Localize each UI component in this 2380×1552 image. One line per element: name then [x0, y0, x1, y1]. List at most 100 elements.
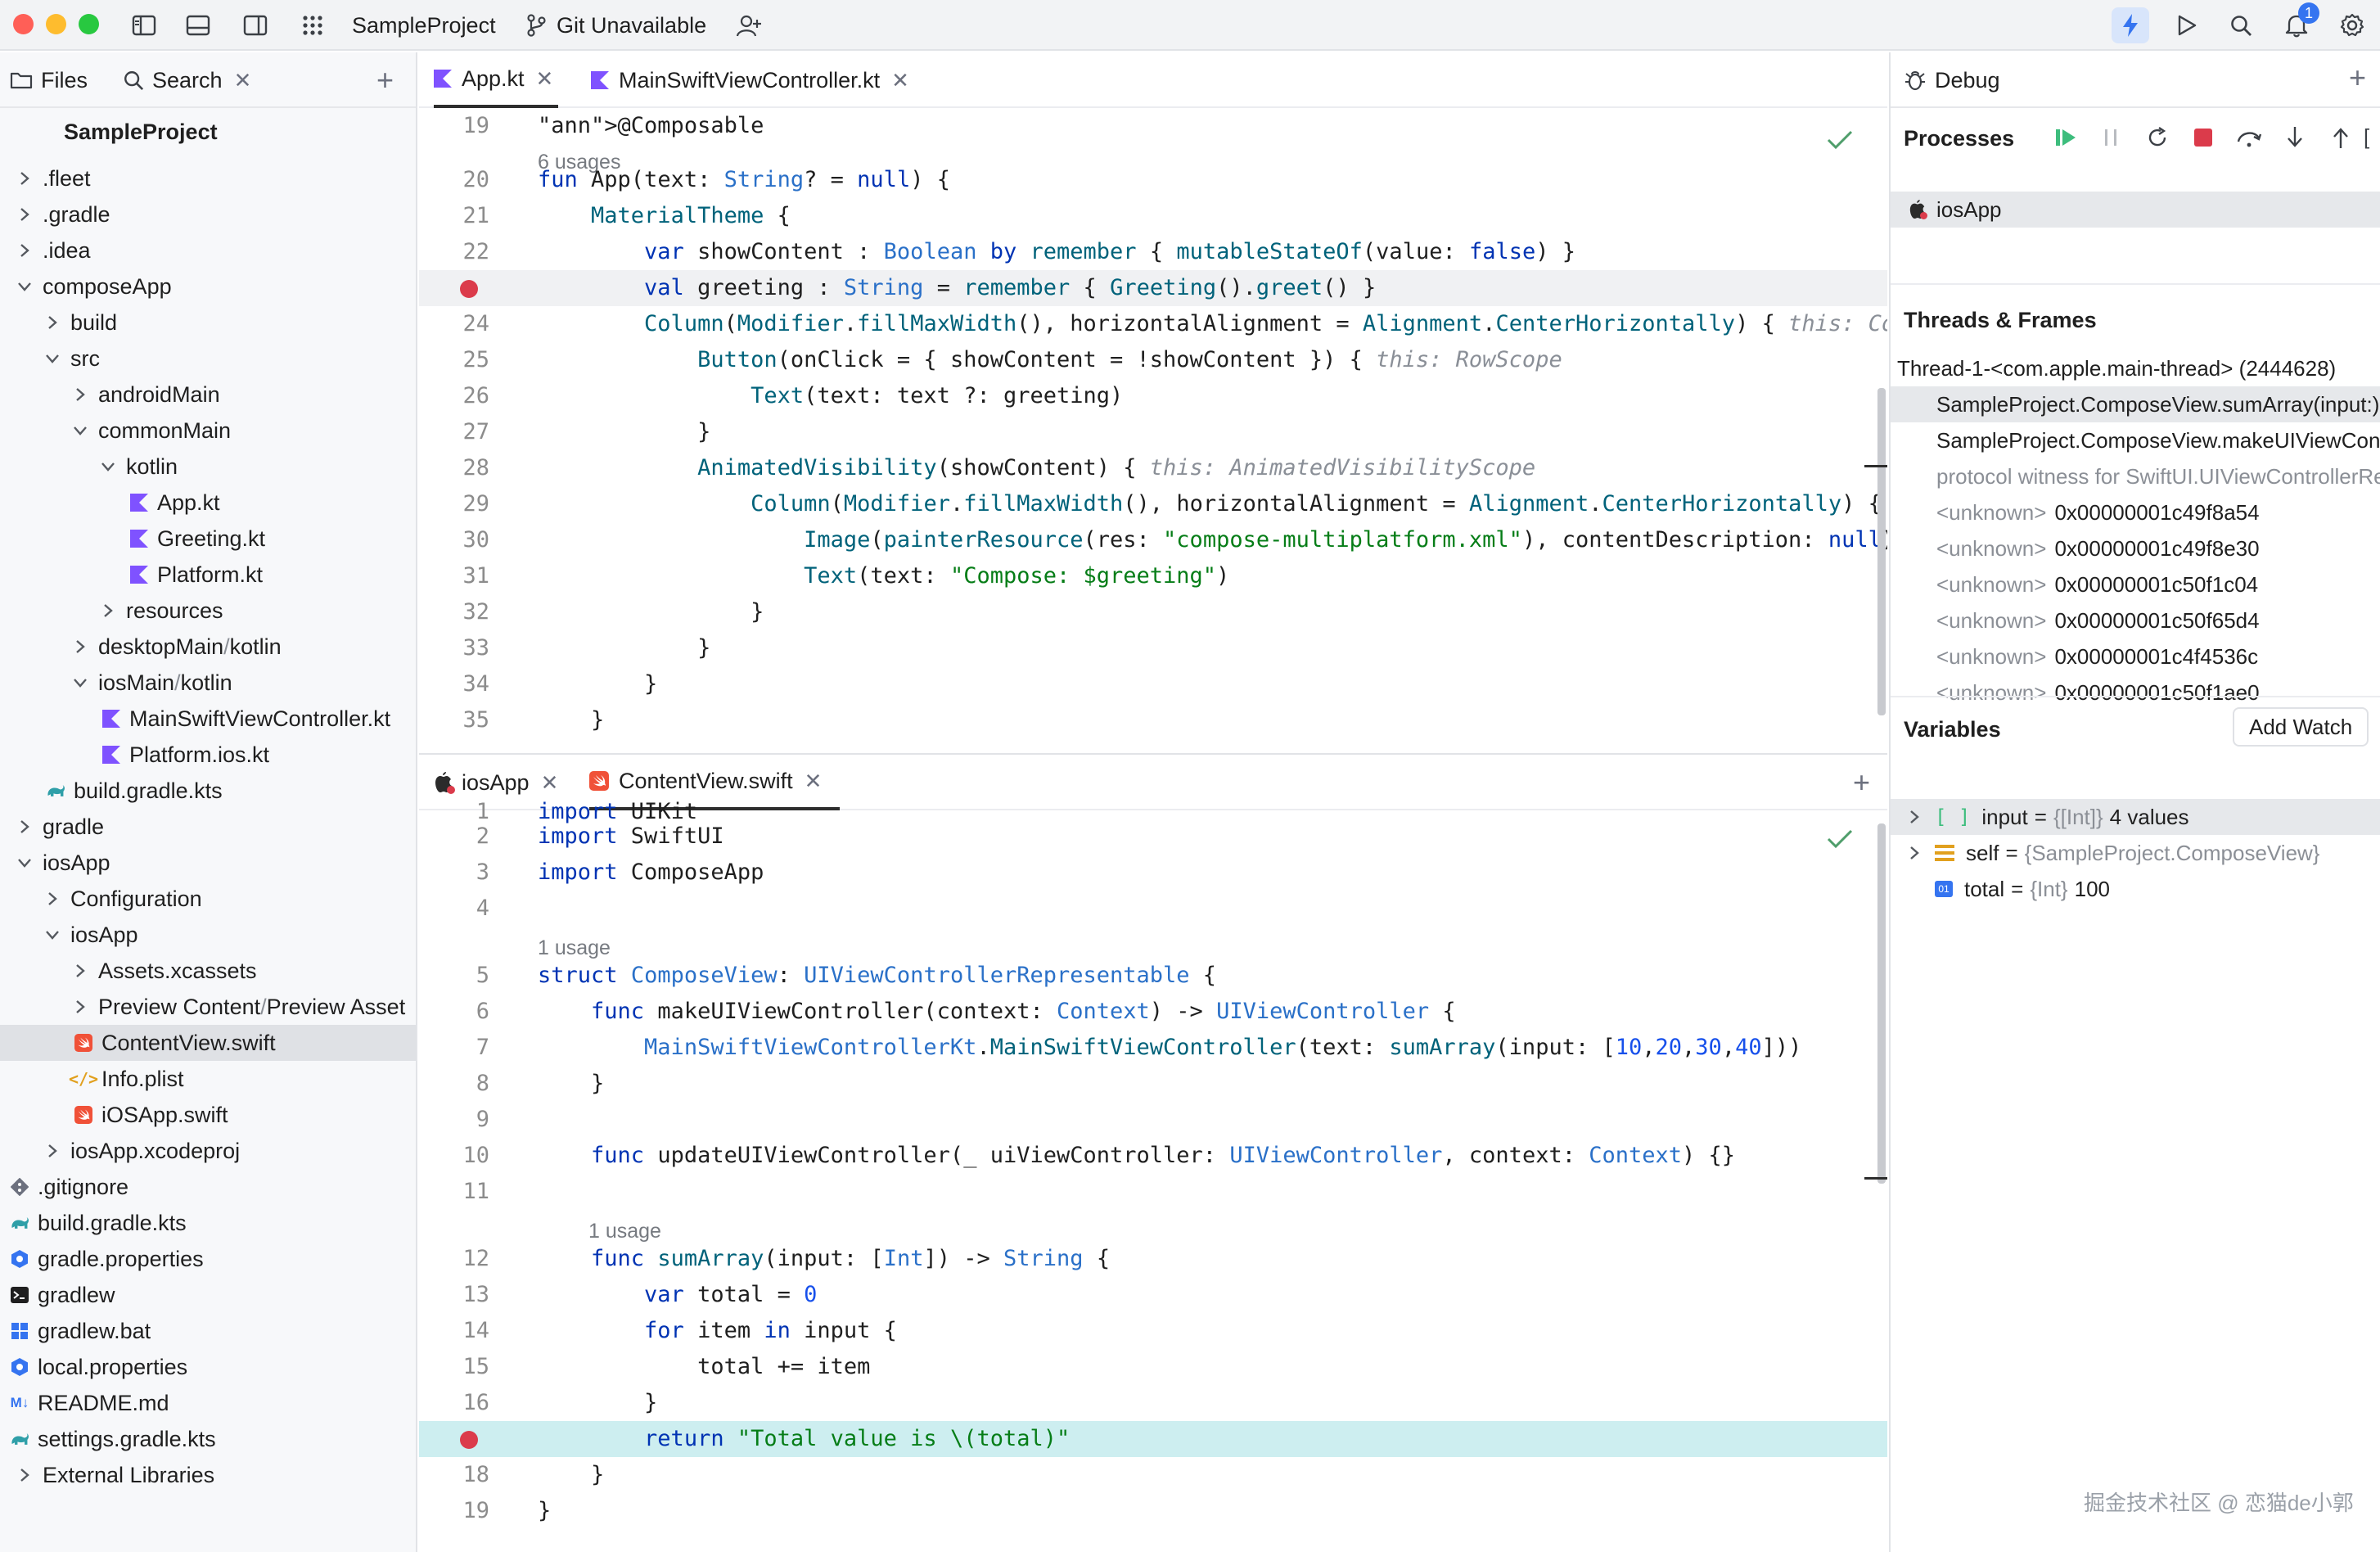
chevron-right-icon[interactable]: [16, 206, 33, 223]
line-number[interactable]: 3: [476, 859, 489, 885]
chevron-down-icon[interactable]: [44, 350, 61, 367]
line-number[interactable]: 8: [476, 1071, 489, 1096]
tree-item-folder-iosapp[interactable]: iosApp: [0, 845, 416, 881]
variable-row[interactable]: [ ]input={[Int]}4 values: [1891, 799, 2380, 835]
run-icon[interactable]: [2169, 7, 2205, 43]
thread-row[interactable]: Thread-1-<com.apple.main-thread> (244462…: [1891, 350, 2380, 386]
tab-iosapp[interactable]: iosApp ✕: [434, 755, 558, 810]
frame-row[interactable]: <unknown>0x00000001c4f4536c: [1891, 638, 2380, 674]
frame-row[interactable]: SampleProject.ComposeView.makeUIViewCont…: [1891, 422, 2380, 458]
chevron-down-icon[interactable]: [100, 458, 116, 475]
tree-item-file-build-gradle-kts[interactable]: build.gradle.kts: [0, 773, 416, 809]
chevron-right-icon[interactable]: [72, 963, 88, 979]
tab-debug[interactable]: Debug: [1904, 52, 2000, 108]
toggle-bottom-panel-icon[interactable]: [182, 7, 214, 43]
variable-row[interactable]: self={SampleProject.ComposeView}: [1891, 835, 2380, 871]
toggle-left-panel-icon[interactable]: [128, 7, 160, 43]
pause-icon[interactable]: [2089, 127, 2134, 148]
tree-item-folder-build[interactable]: build: [0, 305, 416, 341]
chevron-down-icon[interactable]: [72, 422, 88, 439]
close-tab-icon[interactable]: ✕: [233, 67, 252, 92]
line-number[interactable]: 31: [462, 563, 489, 589]
tree-item-folder-preview-content[interactable]: Preview Content / Preview Asset: [0, 989, 416, 1025]
tree-item-folder-gradle[interactable]: gradle: [0, 809, 416, 845]
line-number[interactable]: 14: [462, 1318, 489, 1343]
vertical-scrollbar[interactable]: [1877, 823, 1886, 1184]
line-number[interactable]: 28: [462, 455, 489, 480]
tree-item-folder-desktopmain[interactable]: desktopMain / kotlin: [0, 629, 416, 665]
tree-item-file-gradlew[interactable]: gradlew: [0, 1277, 416, 1313]
frame-row[interactable]: <unknown>0x00000001c50f65d4: [1891, 602, 2380, 638]
tree-item-folder-composeapp[interactable]: composeApp: [0, 268, 416, 305]
chevron-right-icon[interactable]: [100, 602, 116, 619]
restart-icon[interactable]: [2134, 126, 2180, 149]
close-tab-icon[interactable]: ✕: [535, 65, 554, 91]
line-number[interactable]: 13: [462, 1282, 489, 1307]
line-number[interactable]: 25: [462, 347, 489, 372]
more-actions-icon[interactable]: [: [2364, 124, 2370, 149]
chevron-right-icon[interactable]: [44, 1143, 61, 1159]
line-number[interactable]: 11: [462, 1179, 489, 1204]
frame-row[interactable]: <unknown>0x00000001c50f1ae0: [1891, 674, 2380, 711]
tree-item-file-info-plist[interactable]: </>Info.plist: [0, 1061, 416, 1097]
frame-row[interactable]: <unknown>0x00000001c49f8a54: [1891, 494, 2380, 530]
tree-item-file-platform-ios-kt[interactable]: Platform.ios.kt: [0, 737, 416, 773]
tree-item-folder-gradle-cache[interactable]: .gradle: [0, 196, 416, 232]
tree-item-folder-fleet[interactable]: .fleet: [0, 160, 416, 196]
add-tab-icon[interactable]: +: [1853, 765, 1871, 799]
tree-item-file-gitignore[interactable]: .gitignore: [0, 1169, 416, 1205]
tree-item-file-root-build-gradle-kts[interactable]: build.gradle.kts: [0, 1205, 416, 1241]
stop-icon[interactable]: [2180, 127, 2226, 148]
chevron-right-icon[interactable]: [1909, 809, 1925, 825]
frame-row[interactable]: <unknown>0x00000001c49f8e30: [1891, 530, 2380, 566]
line-number[interactable]: 24: [462, 311, 489, 336]
close-window-button[interactable]: [13, 14, 34, 34]
editor-splitter[interactable]: [419, 753, 1887, 755]
step-into-icon[interactable]: [2272, 125, 2318, 150]
tree-item-folder-configuration[interactable]: Configuration: [0, 881, 416, 917]
line-number[interactable]: 18: [462, 1462, 489, 1487]
frame-row[interactable]: <unknown>0x00000001c50f1c04: [1891, 566, 2380, 602]
search-everywhere-icon[interactable]: [2223, 7, 2259, 43]
tree-item-external-libraries[interactable]: External Libraries: [0, 1457, 416, 1493]
chevron-right-icon[interactable]: [44, 314, 61, 331]
tree-item-folder-iosapp-xcodeproj[interactable]: iosApp.xcodeproj: [0, 1133, 416, 1169]
line-number[interactable]: 19: [462, 113, 489, 138]
line-number[interactable]: 20: [462, 167, 489, 192]
line-number[interactable]: 7: [476, 1035, 489, 1060]
frame-row[interactable]: SampleProject.ComposeView.sumArray(input…: [1891, 386, 2380, 422]
chevron-right-icon[interactable]: [16, 170, 33, 187]
zoom-window-button[interactable]: [79, 14, 99, 34]
tree-item-folder-assets-xcassets[interactable]: Assets.xcassets: [0, 953, 416, 989]
line-number[interactable]: 27: [462, 419, 489, 444]
tab-app-kt[interactable]: App.kt ✕: [434, 52, 559, 108]
usages-label[interactable]: 1 usage: [588, 1220, 661, 1243]
tree-item-file-readme-md[interactable]: M↓README.md: [0, 1385, 416, 1421]
tree-item-file-settings-gradle-kts[interactable]: settings.gradle.kts: [0, 1421, 416, 1457]
chevron-right-icon[interactable]: [44, 891, 61, 907]
tab-search[interactable]: Search ✕: [123, 52, 251, 108]
project-name[interactable]: SampleProject: [352, 13, 496, 38]
line-number[interactable]: 26: [462, 383, 489, 408]
line-number[interactable]: 9: [476, 1107, 489, 1132]
line-number[interactable]: 6: [476, 999, 489, 1024]
close-tab-icon[interactable]: ✕: [891, 67, 909, 92]
tab-mainswiftviewcontroller-kt[interactable]: MainSwiftViewController.kt ✕: [591, 52, 909, 108]
tree-item-folder-idea[interactable]: .idea: [0, 232, 416, 268]
line-number[interactable]: 5: [476, 963, 489, 988]
project-root[interactable]: SampleProject: [64, 120, 218, 144]
breakpoint-icon[interactable]: [460, 280, 478, 298]
line-number[interactable]: 16: [462, 1390, 489, 1415]
tree-item-folder-src[interactable]: src: [0, 341, 416, 377]
step-over-icon[interactable]: [2226, 127, 2272, 148]
line-number[interactable]: 19: [462, 1498, 489, 1523]
tree-item-file-local-properties[interactable]: local.properties: [0, 1349, 416, 1385]
chevron-down-icon[interactable]: [44, 927, 61, 943]
tree-item-file-contentview-swift[interactable]: ContentView.swift: [0, 1025, 416, 1061]
breakpoint-icon[interactable]: [460, 1431, 478, 1449]
process-row[interactable]: iosApp: [1891, 192, 2380, 228]
chevron-right-icon[interactable]: [16, 1467, 33, 1483]
add-tab-icon[interactable]: +: [376, 63, 394, 97]
tree-item-folder-kotlin[interactable]: kotlin: [0, 449, 416, 485]
line-number[interactable]: 22: [462, 239, 489, 264]
